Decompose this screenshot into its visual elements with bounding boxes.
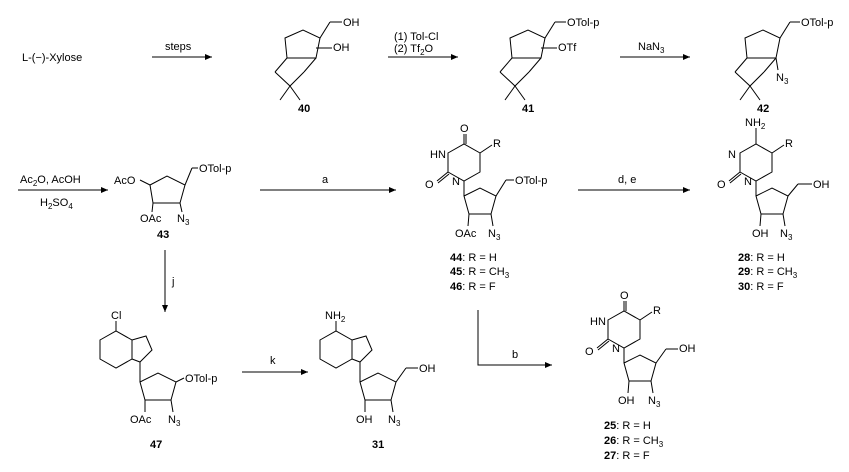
c42-otol-label: OTol-p	[801, 17, 833, 29]
cyt-n3-ring: N	[728, 149, 736, 161]
compound-43-number: 43	[157, 229, 169, 241]
arrow-de-label: d, e	[618, 174, 636, 186]
urd-hn: HN	[590, 316, 606, 328]
urd-r: R	[653, 305, 661, 317]
c43-aco-label: AcO	[114, 175, 136, 187]
uracil-otol: OTol-p	[515, 175, 547, 187]
c43-n3-label: N3	[177, 213, 190, 227]
arrow-nan3-label: NaN3	[638, 41, 665, 55]
compound-30-label: 30: R = F	[738, 281, 784, 293]
c31-oh-bottom: OH	[356, 414, 373, 426]
urd-n3: N3	[648, 395, 661, 409]
cyt-n3: N3	[780, 228, 793, 242]
compound-44-46-structure	[436, 134, 514, 227]
arrow-b-label: b	[512, 349, 518, 361]
c31-oh-top: OH	[419, 363, 436, 375]
c43-oac-label: OAc	[140, 213, 162, 225]
start-material-label: L-(−)-Xylose	[22, 52, 82, 64]
compound-31-structure	[319, 321, 418, 413]
urd-o-top: O	[620, 290, 629, 302]
urd-oh-bottom: OH	[618, 395, 635, 407]
compound-41-number: 41	[522, 103, 534, 115]
uracil-o-top: O	[460, 123, 469, 135]
compound-42-structure	[734, 21, 800, 101]
c41-otol-label: OTol-p	[567, 17, 599, 29]
compound-25-27-structure	[596, 301, 678, 394]
compound-28-label: 28: R = H	[738, 252, 785, 264]
compound-26-label: 26: R = CH3	[604, 435, 664, 449]
compound-31-number: 31	[372, 439, 384, 451]
compound-29-label: 29: R = CH3	[738, 266, 798, 280]
c31-n3: N3	[388, 414, 401, 428]
arrow-steps-label: steps	[165, 41, 192, 53]
cyt-oh-bottom: OH	[752, 228, 769, 240]
urd-n: N	[612, 343, 620, 355]
cyt-r: R	[785, 138, 793, 150]
compound-42-number: 42	[757, 103, 769, 115]
urd-oh-top: OH	[679, 343, 696, 355]
arrow-b	[477, 310, 552, 368]
compound-43-structure	[139, 167, 198, 213]
c47-cl: Cl	[111, 310, 121, 322]
compound-28-30-structure	[728, 128, 812, 227]
arrow-a-label: a	[322, 174, 329, 186]
compound-40-number: 40	[298, 103, 310, 115]
urd-o-bottom: O	[585, 346, 594, 358]
cyt-nh2: NH2	[745, 117, 766, 131]
compound-46-label: 46: R = F	[450, 281, 496, 293]
c42-n3-label: N3	[776, 72, 789, 86]
arrow-41-line1: (1) Tol-Cl	[394, 31, 438, 43]
uracil-oac: OAc	[455, 228, 477, 240]
uracil-o-bottom: O	[425, 179, 434, 191]
cyt-n1-ring: N	[744, 176, 752, 188]
c41-otf-label: OTf	[558, 42, 577, 54]
uracil-n3: N3	[488, 228, 501, 242]
compound-47-number: 47	[150, 439, 162, 451]
uracil-n: N	[452, 176, 460, 188]
c47-n3: N3	[168, 414, 181, 428]
compound-40-structure	[274, 21, 342, 101]
arrow-41-line2: (2) Tf2O	[394, 43, 434, 57]
cyt-o: O	[717, 179, 726, 191]
compound-25-label: 25: R = H	[604, 420, 651, 432]
arrow-j-label: j	[171, 276, 174, 288]
c43-otol-label: OTol-p	[199, 163, 231, 175]
compound-27-label: 27: R = F	[604, 450, 650, 462]
arrow-ac2o-line1: Ac2O, AcOH	[20, 174, 81, 188]
arrow-k-label: k	[270, 355, 276, 367]
compound-44-label: 44: R = H	[450, 252, 497, 264]
uracil-r: R	[493, 138, 501, 150]
compound-47-structure	[99, 321, 185, 413]
uracil-hn: HN	[430, 149, 446, 161]
arrow-ac2o-line2: H2SO4	[40, 197, 73, 211]
c47-oac: OAc	[130, 414, 152, 426]
c31-nh2: NH2	[325, 310, 346, 324]
c47-otol: OTol-p	[185, 373, 217, 385]
cyt-oh-top: OH	[813, 179, 830, 191]
c40-oh-mid: OH	[333, 42, 350, 54]
c40-oh-top: OH	[343, 17, 360, 29]
compound-45-label: 45: R = CH3	[450, 266, 510, 280]
compound-41-structure	[499, 21, 566, 101]
